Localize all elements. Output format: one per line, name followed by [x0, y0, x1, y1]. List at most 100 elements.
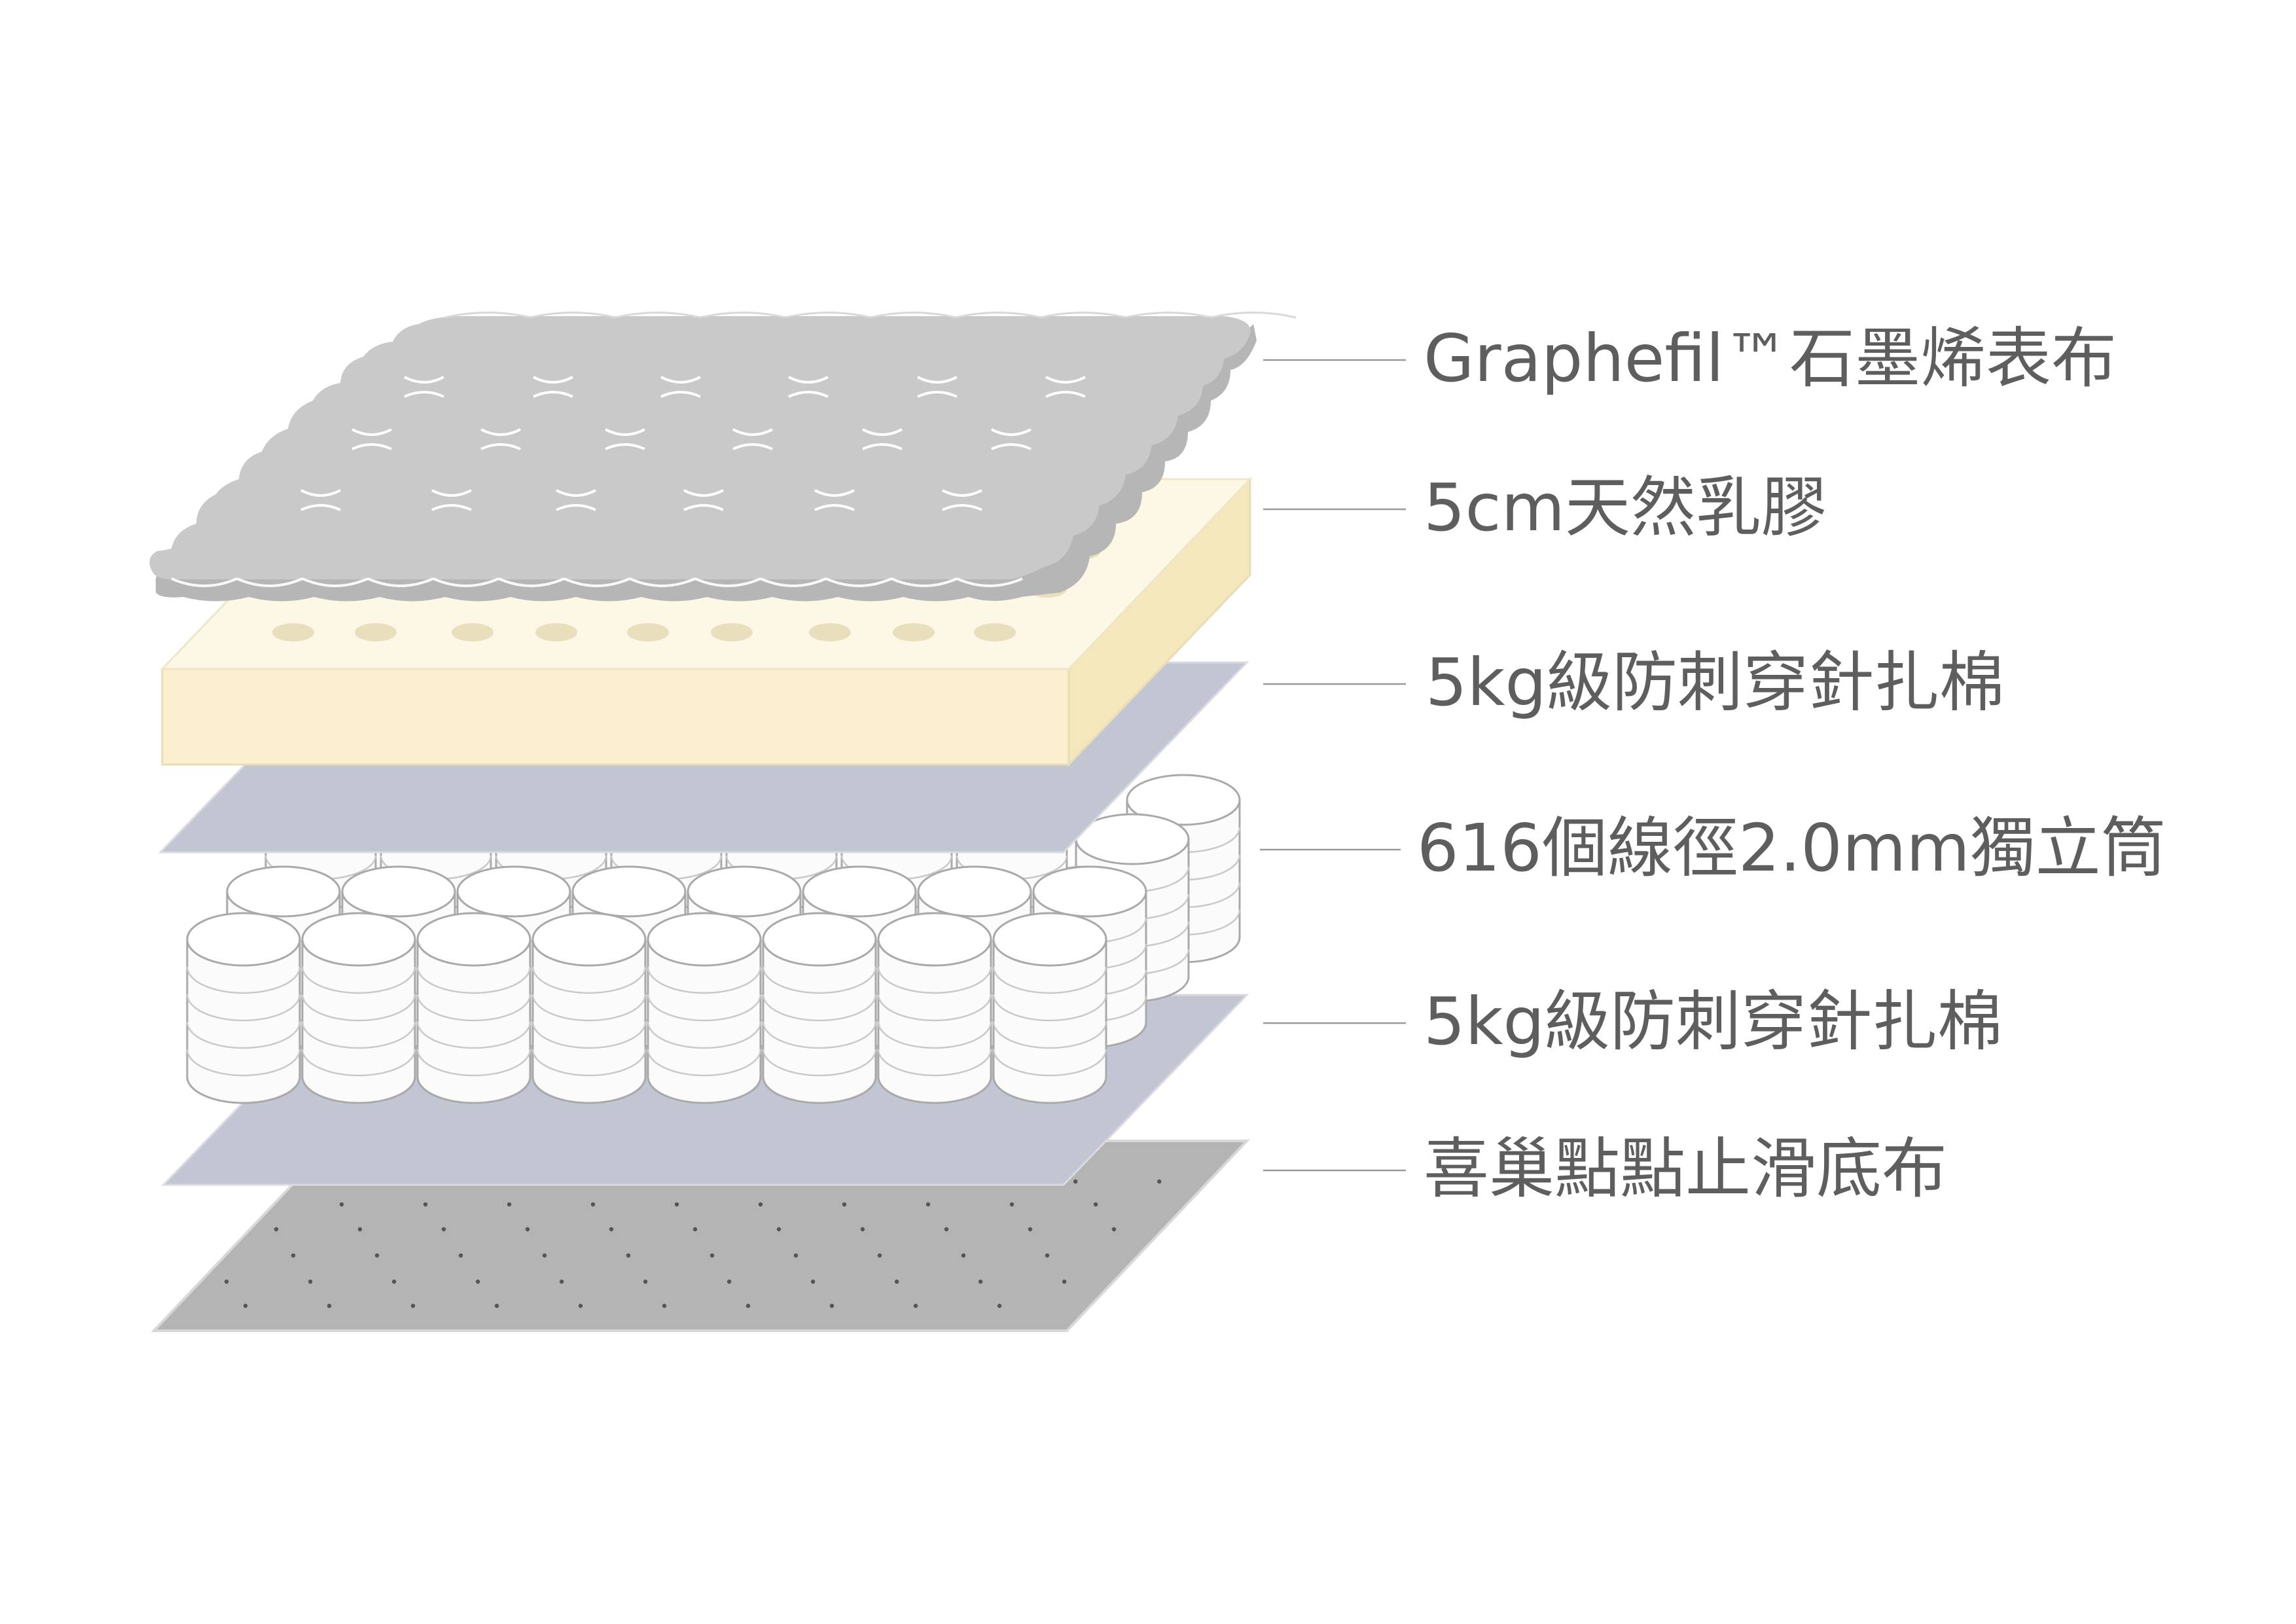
base-dot [1093, 1202, 1098, 1207]
spring-coil [416, 912, 531, 1104]
quilt-puff [1040, 312, 1126, 319]
base-dot [726, 1279, 732, 1284]
quilt-puff [498, 577, 565, 587]
label-felt-top: 5kg級防刺穿針扎棉 [1426, 644, 2005, 721]
spring-ring [531, 1049, 647, 1077]
base-dot [609, 1227, 614, 1232]
spring-top [762, 912, 877, 967]
quilt-puff [825, 577, 892, 587]
spring-coil [762, 912, 877, 1104]
spring-ring [301, 1021, 416, 1049]
spring-top [341, 865, 456, 918]
spring-coil [992, 912, 1107, 1104]
base-dot [374, 1253, 380, 1258]
base-dot [274, 1227, 279, 1232]
base-dot [542, 1253, 547, 1258]
stitch-stroke [660, 391, 701, 398]
quilt-puff [629, 577, 696, 587]
base-dot [525, 1227, 530, 1232]
graphene-quilted-cover [149, 312, 1297, 602]
base-dot [626, 1253, 631, 1258]
quilt-stitch [300, 489, 341, 511]
spring-ring [531, 1021, 647, 1049]
quilt-stitch [732, 428, 773, 450]
stitch-stroke [533, 376, 573, 384]
stitch-stroke [732, 428, 773, 436]
stitch-stroke [788, 391, 829, 398]
stitch-stroke [404, 391, 444, 398]
quilt-puff [302, 577, 368, 587]
quilt-puff [955, 312, 1041, 319]
spring-top [802, 865, 917, 918]
stitch-stroke [351, 428, 392, 436]
quilt-stitch [1045, 376, 1086, 398]
quilt-puff [956, 577, 1023, 587]
quilt-puff [870, 312, 956, 319]
base-dot [224, 1279, 229, 1284]
base-dot [1009, 1202, 1014, 1207]
stitch-stroke [1045, 391, 1086, 398]
spring-top [877, 912, 992, 967]
stitch-stroke [788, 376, 829, 384]
spring-ring [877, 1021, 992, 1049]
base-dot [944, 1227, 949, 1232]
quilt-stitch [788, 376, 829, 398]
base-dot [1045, 1253, 1050, 1258]
stitch-stroke [1045, 376, 1086, 384]
quilt-puff [564, 577, 630, 587]
base-dot [997, 1303, 1002, 1308]
spring-top [456, 865, 571, 918]
stitch-stroke [300, 489, 341, 497]
quilt-puff [433, 577, 499, 587]
label-base-fabric: 喜巢點點止滑底布 [1424, 1130, 1947, 1207]
base-dot [913, 1303, 918, 1308]
base-dot [674, 1202, 679, 1207]
quilt-stitch [605, 428, 645, 450]
spring-ring [647, 1049, 762, 1077]
stitch-stroke [660, 376, 701, 384]
base-dot [745, 1303, 751, 1308]
stitch-stroke [732, 443, 773, 450]
quilt-puff [785, 312, 871, 319]
spring-ring [186, 1021, 301, 1049]
quilt-puff [891, 577, 958, 587]
base-dot [308, 1279, 313, 1284]
base-dot [1157, 1179, 1162, 1184]
stitch-stroke [351, 443, 392, 450]
base-dot [925, 1202, 931, 1207]
base-dot [1111, 1227, 1117, 1232]
spring-top [226, 865, 341, 918]
latex-hole [452, 623, 493, 641]
spring-ring [301, 966, 416, 994]
base-dot [590, 1202, 596, 1207]
spring-ring [416, 1021, 531, 1049]
spring-top [301, 912, 416, 967]
spring-top [571, 865, 687, 918]
spring-ring [647, 994, 762, 1022]
quilt-puff [1125, 312, 1211, 319]
base-dot [894, 1279, 899, 1284]
base-dot [662, 1303, 667, 1308]
spring-top [687, 865, 802, 918]
label-graphene-cover: Graphefil™石墨烯表布 [1424, 320, 2117, 397]
base-fabric-top [151, 1140, 1250, 1332]
stitch-stroke [480, 428, 521, 436]
spring-ring [186, 994, 301, 1022]
base-dot [776, 1227, 781, 1232]
base-dot [578, 1303, 583, 1308]
spring-coil [647, 912, 762, 1104]
spring-ring [186, 966, 301, 994]
base-dot [758, 1202, 763, 1207]
base-dot [507, 1202, 512, 1207]
spring-top [1126, 774, 1241, 826]
layer-labels: Graphefil™石墨烯表布 5cm天然乳膠 5kg級防刺穿針扎棉 616個線… [1417, 320, 2166, 1207]
latex-hole [893, 623, 935, 641]
spring-top [647, 912, 762, 967]
base-dot [1028, 1227, 1033, 1232]
base-dot [643, 1279, 648, 1284]
stitch-stroke [814, 504, 855, 511]
stitch-stroke [683, 489, 724, 497]
spring-coil [877, 912, 992, 1104]
quilt-stitch [814, 489, 855, 511]
base-dot [458, 1253, 463, 1258]
